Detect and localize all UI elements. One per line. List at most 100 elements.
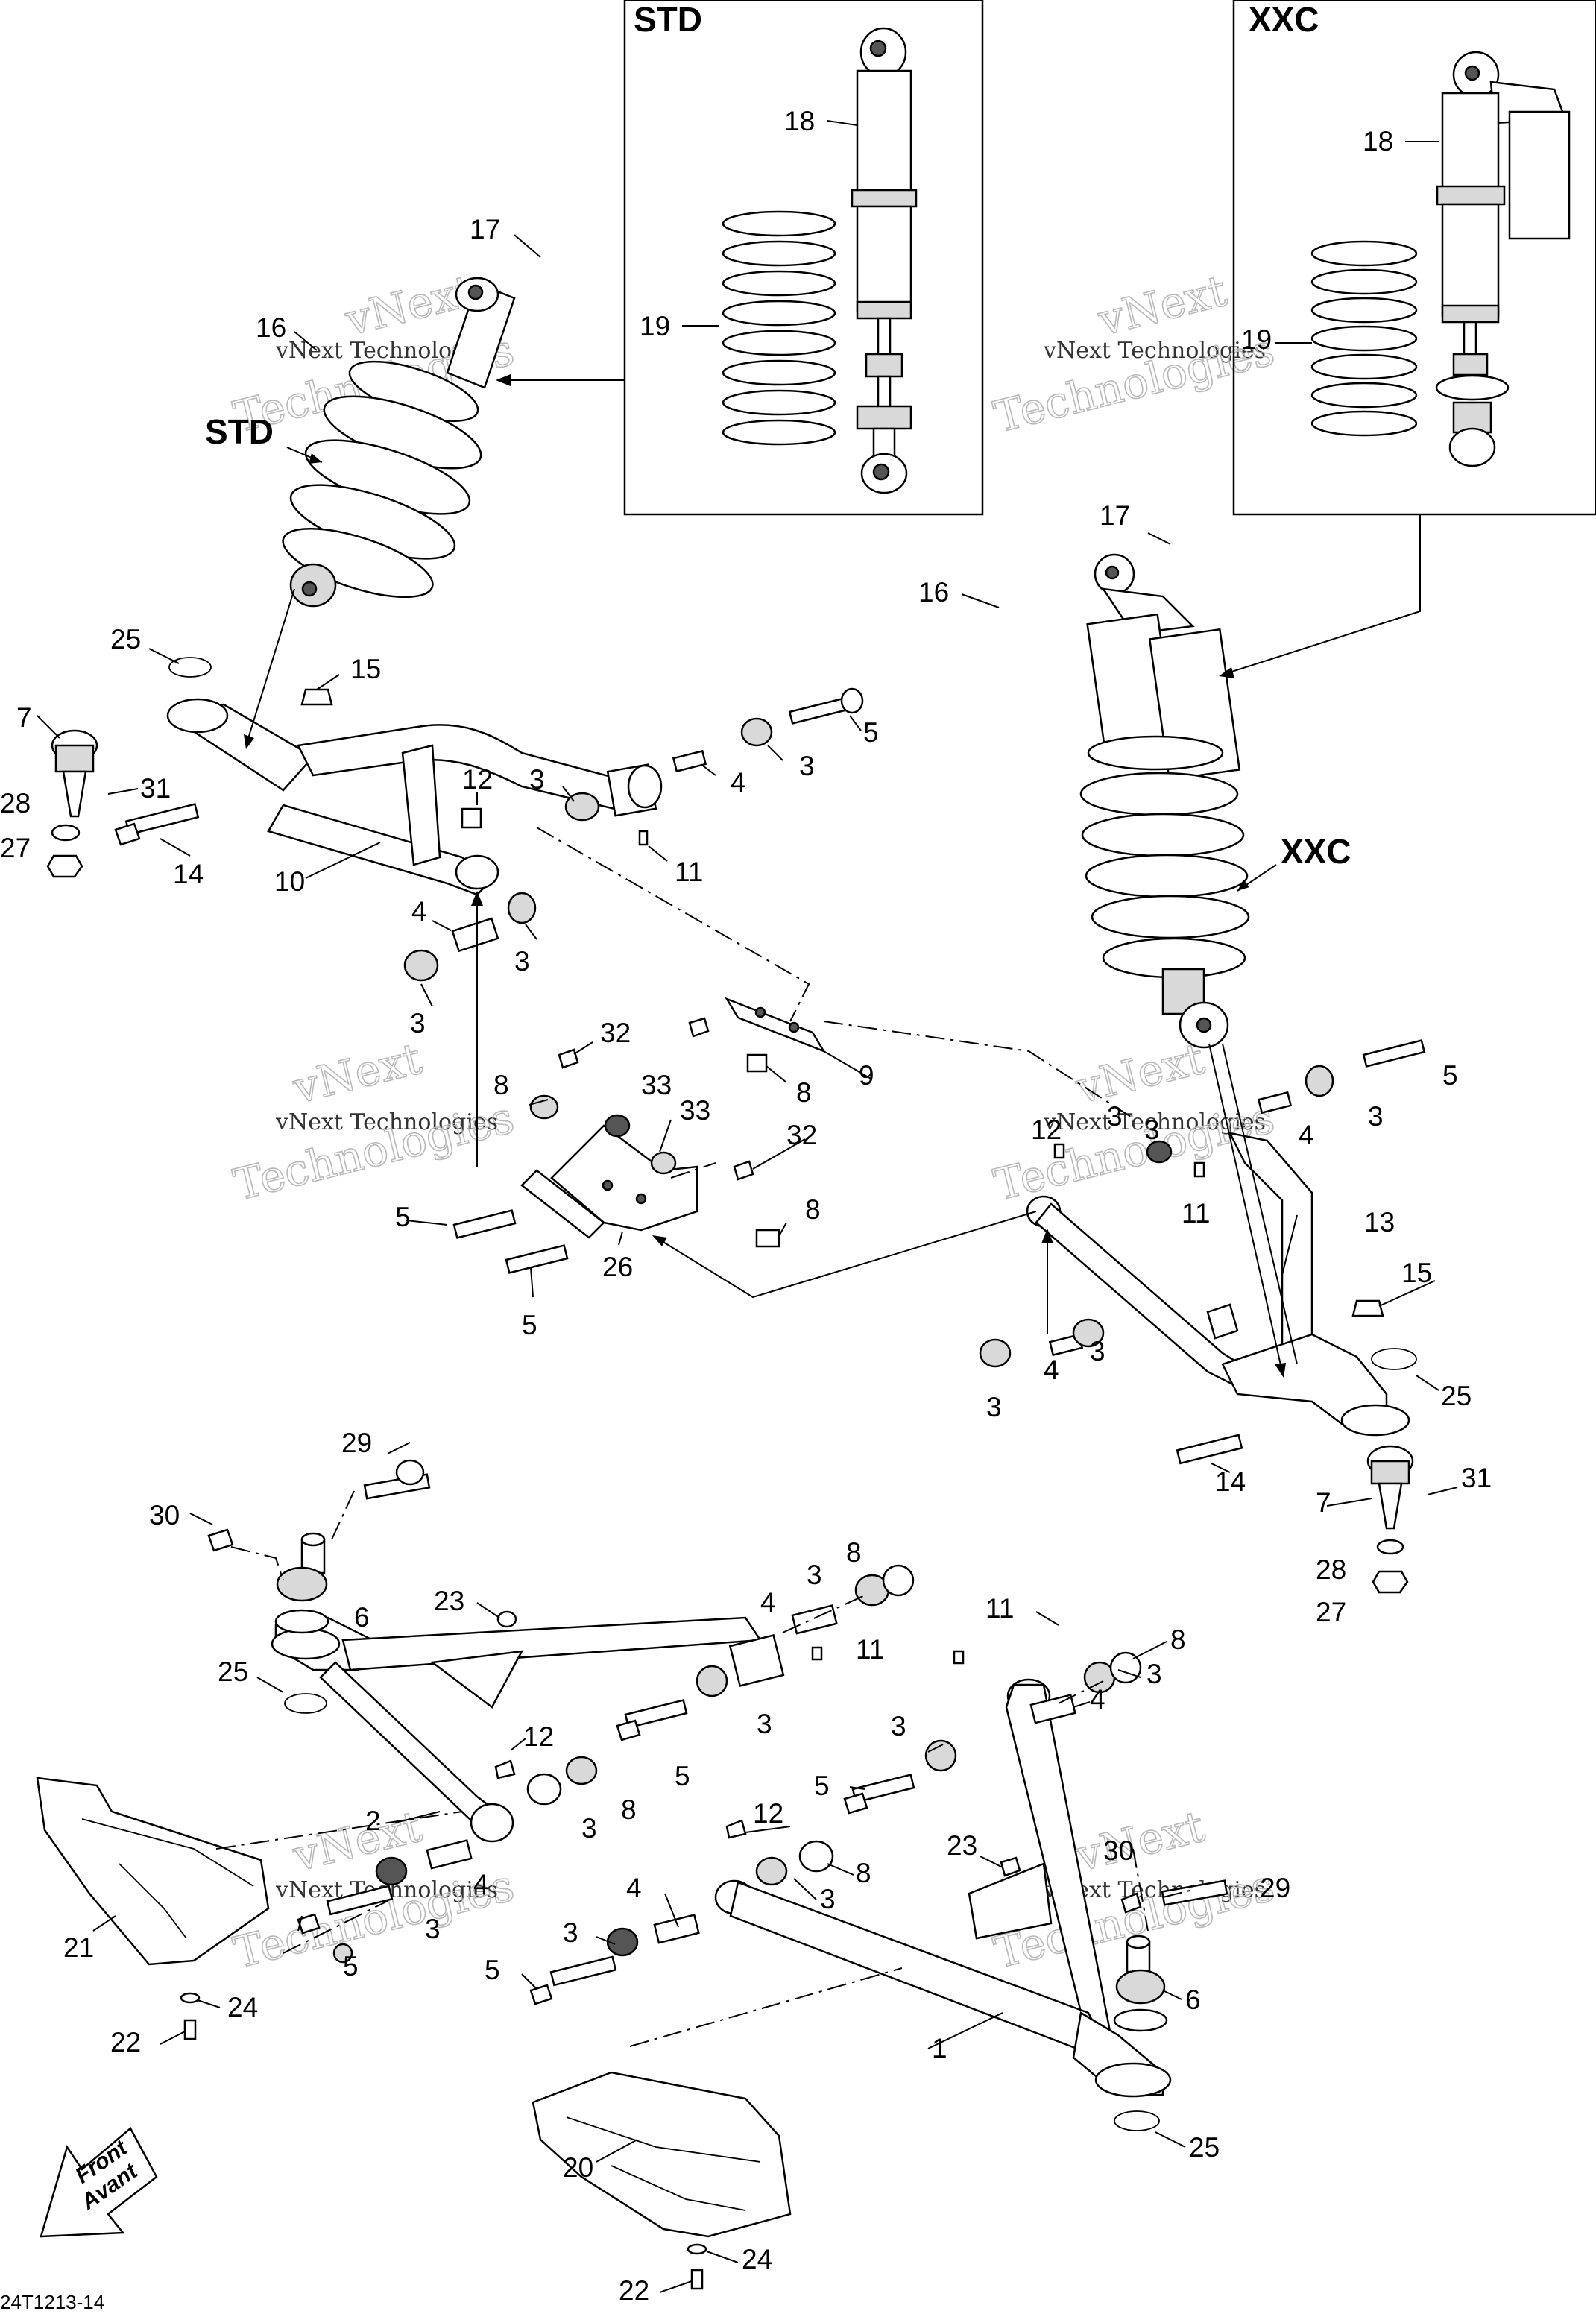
lower-left-a-arm — [271, 1616, 785, 1843]
callout-8-lower-right-b: 8 — [856, 1858, 871, 1888]
callout-12-lower-right: 12 — [753, 1798, 783, 1829]
callout-17-xxc: 17 — [1100, 500, 1130, 531]
callout-leaders-lower-right — [521, 1611, 1186, 2293]
callout-3-lower-left-d: 3 — [425, 1914, 441, 1944]
svg-text:vNext: vNext — [340, 265, 479, 346]
shock-xxc-detail — [1435, 51, 1571, 467]
std-detail-box: STD — [623, 0, 984, 516]
callout-leaders — [37, 120, 1458, 2045]
svg-text:vNext: vNext — [288, 1033, 426, 1114]
callout-29-left: 29 — [341, 1428, 372, 1458]
spring-std-detail — [722, 210, 836, 446]
center-hardware — [452, 1017, 780, 1274]
callout-3-upper-right-e: 3 — [986, 1392, 1002, 1422]
callout-3-upper-right-a: 3 — [1368, 1101, 1384, 1132]
callout-31-upper-right: 31 — [1461, 1463, 1492, 1493]
ball-joint-lower-right — [1113, 1935, 1168, 2032]
callout-33-a: 33 — [641, 1070, 672, 1100]
callout-8-lower-left-a: 8 — [846, 1537, 862, 1568]
front-direction-arrow: Front Avant — [40, 2127, 158, 2238]
callout-25-upper-right: 25 — [1441, 1381, 1472, 1411]
callout-4-upper-right-b: 4 — [1044, 1355, 1059, 1385]
shock-std-detail — [851, 27, 918, 494]
callout-11-lower-left: 11 — [856, 1634, 884, 1665]
svg-text:vNext: vNext — [1093, 265, 1231, 346]
callout-19-std-box: 19 — [640, 311, 670, 341]
callout-4-lower-right-a: 4 — [1090, 1684, 1105, 1715]
callout-3-upper-left-c: 3 — [514, 946, 530, 977]
callout-20: 20 — [563, 2152, 593, 2183]
skid-plate-right — [532, 2071, 792, 2290]
callout-16-std: 16 — [256, 312, 286, 343]
callout-3-upper-right-c: 3 — [1144, 1115, 1160, 1145]
callout-3-upper-left-d: 3 — [410, 1008, 426, 1038]
callout-8-lower-left-b: 8 — [621, 1794, 637, 1825]
callout-3-lower-right-d: 3 — [563, 1917, 578, 1948]
callout-23-right: 23 — [947, 1830, 977, 1861]
callout-4-lower-right-b: 4 — [626, 1873, 642, 1903]
assembly-dashed-lines — [215, 827, 1193, 2047]
callout-24-right: 24 — [742, 2244, 772, 2274]
callout-5-lower-left-a: 5 — [675, 1761, 690, 1791]
callout-16-xxc: 16 — [918, 577, 949, 608]
ball-joint-upper-right — [1366, 1445, 1414, 1594]
callout-28-upper-right: 28 — [1316, 1554, 1346, 1585]
std-shock-label: STD — [205, 412, 274, 451]
callout-22-left: 22 — [110, 2027, 141, 2058]
callout-14-upper-right: 14 — [1215, 1466, 1246, 1497]
xxc-detail-box: XXC — [1232, 0, 1596, 516]
svg-text:vNext: vNext — [1070, 1801, 1209, 1882]
callout-17-std: 17 — [470, 214, 500, 245]
document-id: 24T1213-14 — [0, 2291, 104, 2313]
callout-12-lower-left: 12 — [523, 1721, 554, 1752]
callout-4-lower-left-b: 4 — [473, 1869, 489, 1900]
ball-joint-upper-left — [46, 729, 98, 878]
callout-33-b: 33 — [680, 1095, 710, 1126]
callout-3-lower-right-c: 3 — [820, 1884, 836, 1914]
callout-23-left: 23 — [434, 1586, 464, 1616]
callout-19-xxc-box: 19 — [1241, 324, 1272, 355]
callout-3-lower-left-c: 3 — [581, 1813, 597, 1844]
callout-25-lower-right: 25 — [1189, 2132, 1220, 2163]
callout-31-upper-left: 31 — [140, 773, 171, 804]
callout-numbers: 17 16 18 19 18 19 17 16 25 15 7 31 28 27… — [0, 106, 1492, 2306]
callout-5-center-a: 5 — [395, 1202, 411, 1232]
callout-30-right: 30 — [1103, 1835, 1134, 1866]
callout-7-upper-right: 7 — [1316, 1487, 1331, 1518]
xxc-shock-label: XXC — [1281, 832, 1351, 871]
callout-27-upper-left: 27 — [0, 833, 31, 863]
lower-right-a-arm — [714, 1678, 1172, 2098]
shock-std-assembled — [282, 277, 516, 608]
std-box-title: STD — [634, 0, 702, 39]
callout-10: 10 — [274, 866, 305, 897]
callout-1: 1 — [932, 2033, 947, 2064]
callout-4-upper-left-a: 4 — [731, 767, 746, 798]
callout-11-upper-left: 11 — [675, 857, 703, 887]
upper-right-hardware — [979, 1039, 1426, 1465]
callout-18-std-box: 18 — [784, 106, 815, 136]
callout-6-left: 6 — [354, 1602, 370, 1633]
callout-22-right: 22 — [619, 2275, 649, 2306]
svg-text:vNext Technologies: vNext Technologies — [275, 1109, 498, 1135]
callout-11-upper-right: 11 — [1182, 1198, 1210, 1229]
callout-13: 13 — [1364, 1207, 1395, 1238]
callout-4-upper-left-b: 4 — [411, 896, 427, 927]
callout-29-right: 29 — [1260, 1873, 1290, 1903]
callout-12-upper-right: 12 — [1031, 1115, 1062, 1145]
callout-5-lower-left-b: 5 — [343, 1951, 359, 1982]
callout-5-upper-left: 5 — [863, 717, 879, 748]
callout-2: 2 — [365, 1806, 381, 1836]
callout-25-upper-left: 25 — [110, 624, 141, 655]
callout-24-left: 24 — [227, 1992, 258, 2023]
ball-joint-lower-left — [274, 1532, 329, 1634]
callout-6-right: 6 — [1185, 1984, 1201, 2015]
svg-text:vNext: vNext — [1070, 1033, 1209, 1114]
callout-12-upper-left: 12 — [462, 764, 493, 795]
callout-28-upper-left: 28 — [0, 788, 31, 819]
svg-text:vNext Technologies: vNext Technologies — [1043, 338, 1266, 364]
callout-5-lower-right-a: 5 — [814, 1771, 830, 1801]
callout-3-lower-right-b: 3 — [891, 1711, 906, 1741]
watermark-top-right: vNext vNext Technologies Technologies — [988, 265, 1280, 444]
plate-9 — [725, 997, 826, 1053]
